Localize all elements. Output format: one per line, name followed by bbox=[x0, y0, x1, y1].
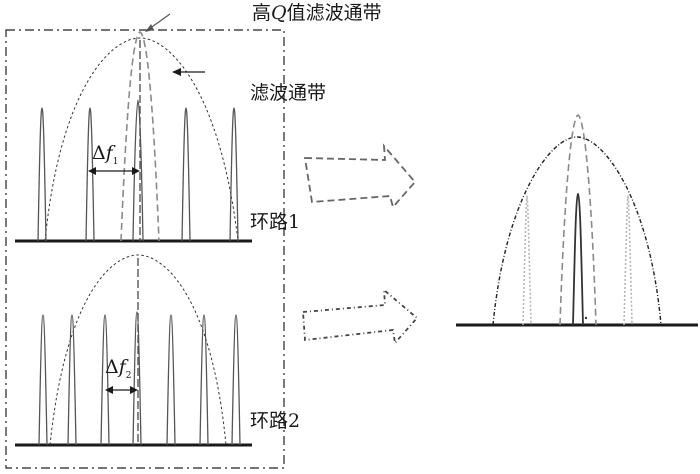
passband-pointer-arrowhead bbox=[172, 68, 181, 76]
loop2-mode-peak bbox=[38, 314, 48, 446]
loop2-delta-f-label: Δf2 bbox=[105, 356, 132, 381]
loop2-mode-peak bbox=[231, 314, 241, 446]
loop2-mode-peak bbox=[199, 314, 209, 446]
output-passband-curve bbox=[492, 136, 662, 326]
loop1-mode-peak bbox=[37, 107, 47, 242]
output-side-mode-right bbox=[623, 194, 633, 326]
loop2-delta-arrowhead-right bbox=[130, 386, 138, 394]
loop2-passband-curve bbox=[49, 254, 227, 446]
loop1-mode-peak bbox=[132, 99, 144, 242]
loop2-delta-arrowhead-left bbox=[105, 386, 113, 394]
passband-label: 滤波通带 bbox=[250, 82, 327, 104]
loop1-label: 环路1 bbox=[250, 211, 301, 233]
loop2-mode-peak bbox=[100, 314, 110, 446]
loop2-label: 环路2 bbox=[250, 410, 301, 432]
loop2-mode-peak bbox=[166, 314, 176, 446]
loop1-mode-peak bbox=[181, 107, 191, 242]
output-center-dot bbox=[584, 316, 588, 320]
loop2-group bbox=[15, 254, 252, 447]
output-high-q-passband bbox=[559, 114, 597, 326]
loop2-to-output-arrow bbox=[302, 287, 419, 346]
high-q-pointer-arrow bbox=[148, 13, 171, 30]
loop1-delta-f-label: Δf1 bbox=[92, 142, 119, 167]
loop1-delta-arrowhead-right bbox=[132, 167, 140, 175]
high-q-passband-label: 高Q值滤波通带 bbox=[252, 2, 382, 24]
output-main-mode bbox=[572, 192, 584, 326]
loop1-mode-peak bbox=[85, 107, 95, 242]
output-side-mode-left bbox=[522, 194, 532, 326]
loop1-group bbox=[15, 31, 252, 243]
loop2-mode-peak bbox=[132, 311, 142, 446]
loops-frame bbox=[5, 29, 285, 469]
loop2-mode-peak bbox=[67, 314, 77, 446]
output-group bbox=[456, 114, 698, 327]
high-q-pointer-arrowhead bbox=[145, 24, 154, 32]
loop1-passband-curve bbox=[44, 37, 239, 242]
loop1-high-q-passband bbox=[120, 31, 160, 242]
loop1-delta-arrowhead-left bbox=[88, 167, 96, 175]
loop1-mode-peak bbox=[229, 107, 239, 242]
loop1-to-output-arrow bbox=[303, 143, 417, 209]
